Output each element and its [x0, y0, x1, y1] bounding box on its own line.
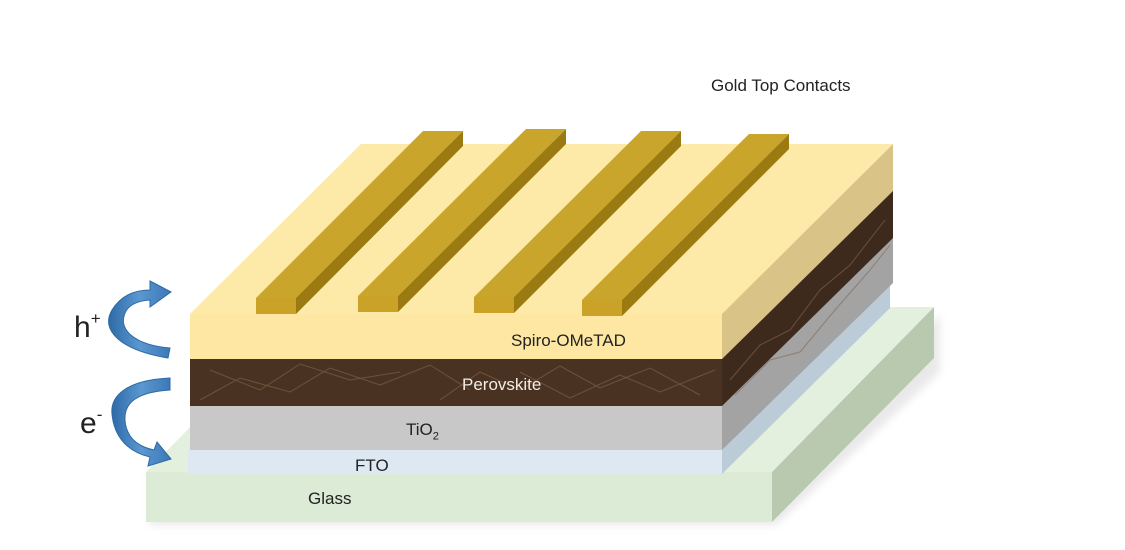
spiro-side: [722, 144, 893, 359]
perovskite-side-texture: [729, 219, 886, 381]
fto-front: [188, 450, 722, 474]
perovskite-side: [722, 190, 893, 406]
hole-carrier-sup: +: [90, 309, 101, 328]
hole-carrier-base: h: [74, 311, 91, 344]
spiro-label: Spiro-OMeTAD: [511, 331, 626, 350]
tio2-label-sub: 2: [432, 430, 439, 443]
gold-contact-2: [358, 129, 566, 312]
gold-contact-1: [256, 131, 463, 314]
electron-carrier-label: e-: [80, 405, 103, 441]
glass-front: [146, 472, 772, 522]
electron-arrow-icon: [111, 377, 172, 467]
fto-layer: [188, 283, 890, 474]
fto-side: [722, 283, 890, 474]
perovskite-texture: [199, 363, 716, 401]
perovskite-front: [190, 358, 722, 406]
tio2-label-base: TiO: [406, 420, 433, 439]
fto-label: FTO: [355, 456, 389, 475]
perovskite-side-texture-2: [734, 244, 891, 396]
hole-arrow-icon: [108, 280, 172, 359]
perovskite-label: Perovskite: [462, 375, 542, 394]
tio2-label: TiO2: [406, 420, 439, 442]
gold-contacts-label: Gold Top Contacts: [711, 76, 851, 95]
gold-contact-3: [474, 131, 681, 313]
glass-side: [772, 307, 934, 522]
perovskite-layer: [190, 190, 893, 406]
spiro-front: [190, 314, 722, 359]
electron-carrier-sup: -: [96, 405, 103, 424]
gold-contacts: [256, 129, 789, 316]
electron-carrier-base: e: [80, 407, 97, 440]
hole-carrier-label: h+: [74, 309, 101, 345]
tio2-front: [190, 405, 722, 450]
glass-label: Glass: [308, 489, 352, 508]
gold-contact-4: [582, 134, 789, 316]
